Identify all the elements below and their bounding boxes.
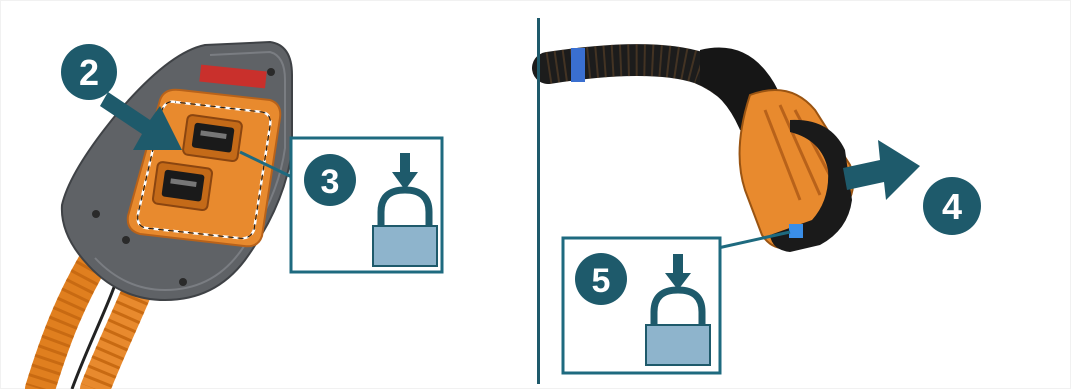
step-4-label: 4	[942, 186, 962, 227]
socket-lower	[152, 161, 212, 210]
blue-latch-tab	[789, 224, 803, 238]
left-panel: 2 3	[40, 42, 442, 389]
step-2-badge: 2	[61, 44, 117, 100]
panel-divider	[537, 18, 540, 384]
right-panel: 4 5	[548, 48, 981, 374]
step-3-label: 3	[321, 163, 340, 201]
step-3-badge: 3	[304, 154, 356, 206]
step-2-label: 2	[79, 52, 99, 93]
blue-cable-band	[571, 48, 585, 82]
step-5-badge: 5	[575, 253, 627, 305]
arrow-step-4-icon	[843, 140, 920, 200]
step-4-badge: 4	[923, 177, 981, 235]
step-5-label: 5	[592, 262, 611, 300]
socket-upper	[182, 114, 242, 161]
